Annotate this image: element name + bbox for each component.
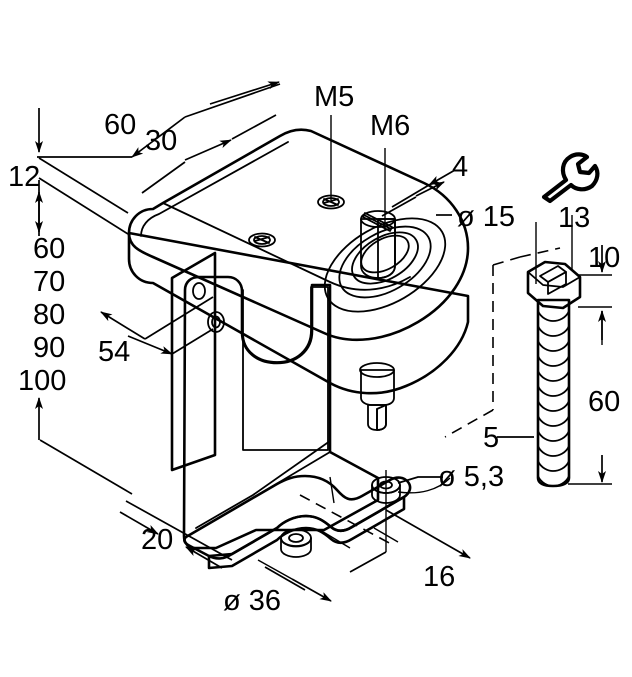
dim-20-ext — [125, 500, 233, 561]
bracket-flange-hole-upper — [192, 282, 206, 300]
top-plate — [127, 128, 470, 395]
dimension-text-group: 12 60 30 60 70 80 90 100 54 M5 M6 4 ø 15… — [8, 81, 620, 617]
disc-ring-mid — [338, 225, 432, 299]
label-20: 20 — [141, 524, 173, 556]
top-plate-front-edge — [152, 247, 469, 341]
proj-line-top — [492, 256, 521, 266]
label-10: 10 — [588, 242, 620, 274]
screw-head-top — [527, 261, 581, 288]
label-100-stack: 100 — [18, 365, 66, 397]
label-m6: M6 — [370, 110, 410, 142]
dim-12-ext-line-2 — [38, 177, 129, 235]
proj-line-top-2 — [519, 247, 561, 258]
dim-60-top-leader — [131, 116, 186, 158]
dim-60-top-arrow — [209, 81, 280, 105]
label-16: 16 — [423, 561, 455, 593]
dim-20-arrow-right — [185, 546, 223, 569]
label-80-stack: 80 — [33, 299, 65, 331]
dia53-leader — [397, 476, 443, 484]
dim-stack-ext-bottom — [39, 439, 133, 495]
label-12: 12 — [8, 161, 40, 193]
label-90-stack: 90 — [33, 332, 65, 364]
label-5: 5 — [483, 422, 499, 454]
dim-4-line-a — [391, 184, 430, 208]
m6-stud-under — [359, 362, 395, 431]
label-4: 4 — [452, 151, 468, 183]
screw-threads — [537, 310, 570, 487]
bracket-u-cutout — [242, 286, 329, 451]
screw-part — [526, 260, 582, 488]
label-60-stack: 60 — [33, 233, 65, 265]
label-m5: M5 — [314, 81, 354, 113]
bracket-rear-flange — [170, 251, 217, 472]
top-plate-side — [127, 231, 470, 395]
dim-16-arrow-right — [385, 509, 471, 559]
top-plate-bevel-line — [140, 141, 289, 237]
dim-20-arrow-left — [119, 511, 159, 535]
dim-30-line — [141, 161, 186, 194]
label-dia36: ø 36 — [223, 585, 281, 617]
dim-60-top-line — [184, 83, 281, 118]
wrench-icon — [541, 152, 600, 204]
dim-54-line-right — [171, 328, 214, 355]
top-plate-top-face — [127, 128, 470, 342]
dia53-curve — [397, 477, 451, 494]
disc-ring-outer — [323, 217, 447, 313]
dim-16-ext-left — [319, 529, 351, 549]
label-30: 30 — [145, 125, 177, 157]
label-60-screw: 60 — [588, 386, 620, 418]
dia36-arrow — [291, 578, 332, 602]
dim-4-line-b — [381, 196, 417, 217]
m6-boss — [360, 210, 396, 279]
screw-head-slot-2 — [547, 271, 567, 295]
dim-54-arrow-left — [100, 311, 146, 340]
dim-54-arrow-right — [127, 335, 173, 355]
dia36-line — [257, 559, 293, 580]
dimension-lines — [35, 81, 612, 602]
dim-16-spacer — [349, 551, 387, 573]
label-13: 13 — [558, 202, 590, 234]
dim-12-ext-line — [38, 157, 129, 214]
label-dia53: ø 5,3 — [438, 461, 504, 493]
label-54: 54 — [98, 336, 130, 368]
bracket-edge-line-2 — [185, 451, 331, 538]
dim-30-leader — [184, 139, 232, 161]
dim-4-arrow-b — [415, 181, 445, 197]
dim-30-ext — [231, 114, 277, 140]
label-70-stack: 70 — [33, 266, 65, 298]
dim-54-line-left — [144, 296, 214, 340]
dim-16-tick — [373, 527, 399, 543]
dia36-spacer — [264, 566, 306, 591]
label-60-top: 60 — [104, 109, 136, 141]
dia36-center-v — [329, 476, 335, 504]
label-dia15: ø 15 — [457, 201, 515, 233]
m5-hole-front — [248, 232, 276, 248]
bracket-base-slot — [276, 515, 332, 529]
bracket-edge-line-1 — [329, 451, 379, 479]
base-hole-left — [280, 528, 312, 558]
top-plate-inner-contour — [162, 202, 411, 291]
disc-ring-inner — [351, 231, 419, 285]
bracket-edge-line-3 — [195, 440, 331, 529]
proj-line-bottom — [444, 409, 494, 438]
